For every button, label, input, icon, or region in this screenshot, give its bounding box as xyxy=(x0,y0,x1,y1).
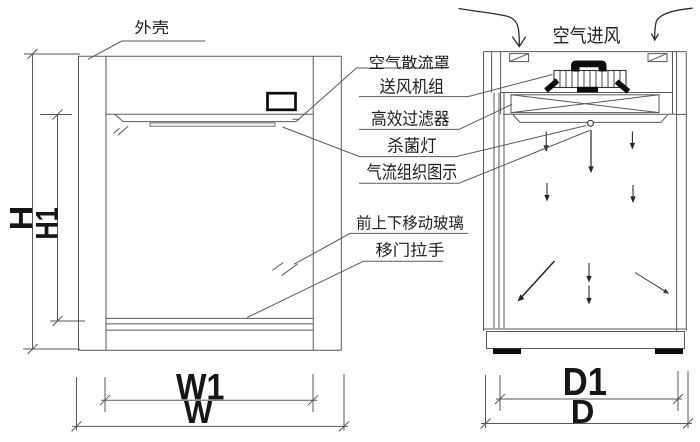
callout-airflow-pattern-glyphs xyxy=(366,163,456,180)
callout-outer-shell-glyph-path xyxy=(134,19,168,34)
front-view xyxy=(78,55,342,351)
dim-label-w-glyph-path xyxy=(184,401,213,424)
dim-label-h: H xyxy=(9,207,32,229)
dim-label-w1-glyph-path xyxy=(176,374,224,400)
front-lamp-tube xyxy=(149,122,276,127)
front-outer-box xyxy=(78,55,342,351)
fan-handle xyxy=(571,60,607,72)
leader-fan-unit xyxy=(359,74,553,98)
arrow-down-4-head xyxy=(630,196,636,203)
dim-label-d-glyph-path xyxy=(573,400,593,423)
label-air-intake-glyphs xyxy=(553,25,620,44)
leader-glass xyxy=(293,232,468,265)
callout-air-diffuser-cover: 空气散流罩 xyxy=(369,54,449,69)
callout-airflow-pattern: 气流组织图示 xyxy=(366,163,456,180)
fan-body-fins xyxy=(559,70,621,88)
dim-label-d-glyphs xyxy=(573,400,593,423)
callout-supply-fan-unit-glyphs xyxy=(379,77,443,94)
leader-air-diffuser xyxy=(292,67,449,122)
leader-uv-lamp xyxy=(282,125,586,158)
dim-label-h1: H1 xyxy=(36,207,58,238)
side-inlet-grille-right xyxy=(647,53,668,63)
arrow-diag-right xyxy=(634,272,668,294)
callout-germicidal-lamp: 杀菌灯 xyxy=(388,136,436,153)
side-view xyxy=(483,51,687,354)
side-inlet-grille-left-hatch xyxy=(509,53,529,63)
side-foot-left xyxy=(493,348,521,354)
arrow-down-center-head xyxy=(588,166,594,173)
side-base-box xyxy=(486,331,685,349)
dim-label-h1-glyphs xyxy=(36,207,58,238)
dim-label-h1-glyph-path xyxy=(36,207,58,238)
callout-germicidal-lamp-glyphs xyxy=(388,136,436,153)
dim-label-h-glyphs xyxy=(9,207,32,229)
arrow-down-2-head xyxy=(629,142,636,150)
arrow-diag-left xyxy=(518,260,556,300)
side-uv-lamp-dot xyxy=(587,119,594,127)
arrow-down-5-head xyxy=(586,275,592,283)
dim-label-d1-glyph-path xyxy=(565,368,606,395)
callout-sliding-front-glass-glyphs xyxy=(356,214,463,230)
leader-lines xyxy=(87,40,590,319)
arrow-diag-right-head xyxy=(663,288,670,294)
dim-label-d: D xyxy=(573,400,593,423)
callout-outer-shell: 外壳 xyxy=(134,19,168,34)
callout-door-handle: 移门拉手 xyxy=(376,241,444,257)
dim-w-line xyxy=(71,374,350,432)
dim-w1-line xyxy=(99,374,319,412)
dim-d1-line xyxy=(494,371,684,411)
side-inlet-grille-right-hatch xyxy=(647,53,668,63)
dim-label-w-glyphs xyxy=(184,401,213,424)
side-hepa-filter-cross xyxy=(510,94,660,114)
dim-label-h-glyph-path xyxy=(9,207,32,229)
callout-door-handle-glyphs xyxy=(376,241,444,257)
glass-symbol-mid xyxy=(272,262,298,277)
glass-symbol-top xyxy=(113,125,129,136)
callout-air-diffuser-cover-glyph-path xyxy=(369,54,449,69)
fan-base-tab xyxy=(577,86,598,93)
fan-unit xyxy=(544,60,631,94)
front-control-box xyxy=(266,91,297,112)
dim-d-line xyxy=(480,371,694,429)
callout-hepa-filter-glyph-path xyxy=(371,109,449,126)
callout-door-handle-glyph-path xyxy=(376,241,444,257)
intake-arrow-right xyxy=(650,7,693,42)
arrow-down-3-head xyxy=(544,194,550,202)
leader-hepa xyxy=(359,103,513,130)
side-inlet-grille-left xyxy=(509,53,530,63)
fan-mount-right xyxy=(614,79,631,94)
callout-air-diffuser-cover-glyphs xyxy=(369,54,449,69)
callout-sliding-front-glass-glyph-path xyxy=(356,214,463,230)
dim-h-line xyxy=(23,48,80,355)
callout-hepa-filter-glyphs xyxy=(371,109,449,126)
label-air-intake-glyph-path xyxy=(553,25,620,44)
callout-sliding-front-glass: 前上下移动玻璃 xyxy=(356,214,463,230)
callout-outer-shell-glyphs xyxy=(134,19,168,34)
arrow-diag-left-head xyxy=(517,294,525,302)
fan-mount-left xyxy=(544,78,560,93)
arrow-down-6-head xyxy=(586,297,592,305)
callout-supply-fan-unit: 送风机组 xyxy=(379,77,443,94)
dim-label-w1: W1 xyxy=(176,374,224,400)
callout-supply-fan-unit-glyph-path xyxy=(379,77,443,94)
leader-airflow xyxy=(359,130,590,184)
front-diffuser-face xyxy=(114,113,296,123)
leader-handle xyxy=(246,260,443,319)
side-foot-right xyxy=(655,348,683,354)
side-hepa-filter-box xyxy=(510,94,660,114)
callout-hepa-filter: 高效过滤器 xyxy=(371,109,449,126)
dim-label-d1: D1 xyxy=(565,368,606,395)
intake-arrow-left xyxy=(458,7,527,48)
leader-outer-shell xyxy=(87,40,206,60)
dim-label-w: W xyxy=(184,401,213,424)
dim-label-w1-glyphs xyxy=(176,374,224,400)
label-air-intake: 空气进风 xyxy=(553,25,620,44)
dim-label-d1-glyphs xyxy=(565,368,606,395)
callout-germicidal-lamp-glyph-path xyxy=(388,136,436,153)
callout-airflow-pattern-glyph-path xyxy=(366,163,456,180)
airflow-arrows xyxy=(458,7,693,305)
